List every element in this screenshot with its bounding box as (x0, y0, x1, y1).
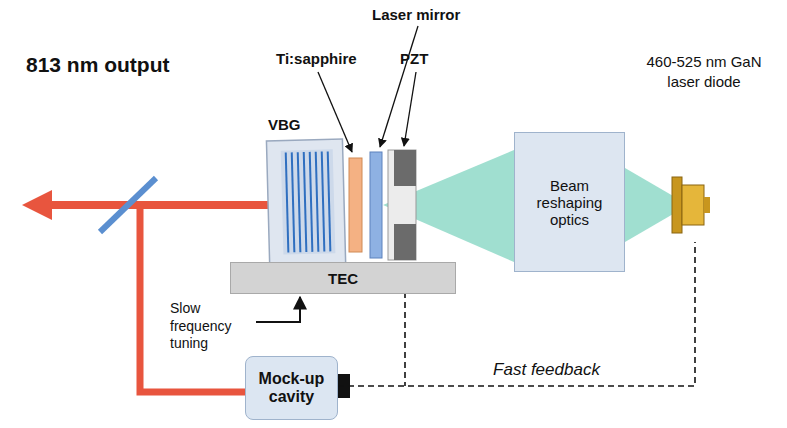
grating-line (286, 153, 289, 253)
part-name: PZT (400, 50, 450, 67)
node-text: Mock-up cavity (250, 370, 333, 406)
pzt-actuator (388, 150, 416, 260)
grating-line (328, 151, 331, 251)
optics-box: Beam reshaping optics (514, 132, 625, 272)
grating-line (316, 152, 319, 252)
cavity-box: Mock-up cavity (245, 356, 338, 420)
grating-line (304, 152, 307, 252)
beam-splitter (100, 178, 156, 232)
edge-label: Fast feedback (491, 360, 602, 380)
leader-arrow (380, 26, 418, 147)
control-note: Slow frequency tuning (170, 300, 254, 353)
part-name: Ti:sapphire (276, 50, 376, 67)
leader-arrow (318, 72, 352, 152)
laser-mirror (370, 152, 382, 258)
tec-plate: TEC (230, 262, 456, 294)
node-text: Beam reshaping optics (521, 177, 618, 228)
grating-line (310, 152, 313, 252)
output-label: 813 nm output (26, 52, 176, 78)
node-text: 460-525 nm GaN laser diode (640, 52, 768, 91)
tuning-arrow (256, 297, 300, 322)
diode-symbol (640, 167, 768, 242)
leader-arrow (404, 72, 416, 146)
pump-beam (383, 150, 514, 262)
grating-line (292, 152, 295, 252)
ti-sapphire-crystal (349, 158, 362, 252)
vbg-crystal (266, 139, 345, 265)
part-name: VBG (268, 116, 328, 133)
node-text: TEC (328, 270, 358, 287)
part-name: Laser mirror (372, 6, 482, 23)
laser-diode: 460-525 nm GaN laser diode (640, 52, 768, 242)
grating-line (298, 152, 301, 252)
grating-line (322, 152, 325, 252)
